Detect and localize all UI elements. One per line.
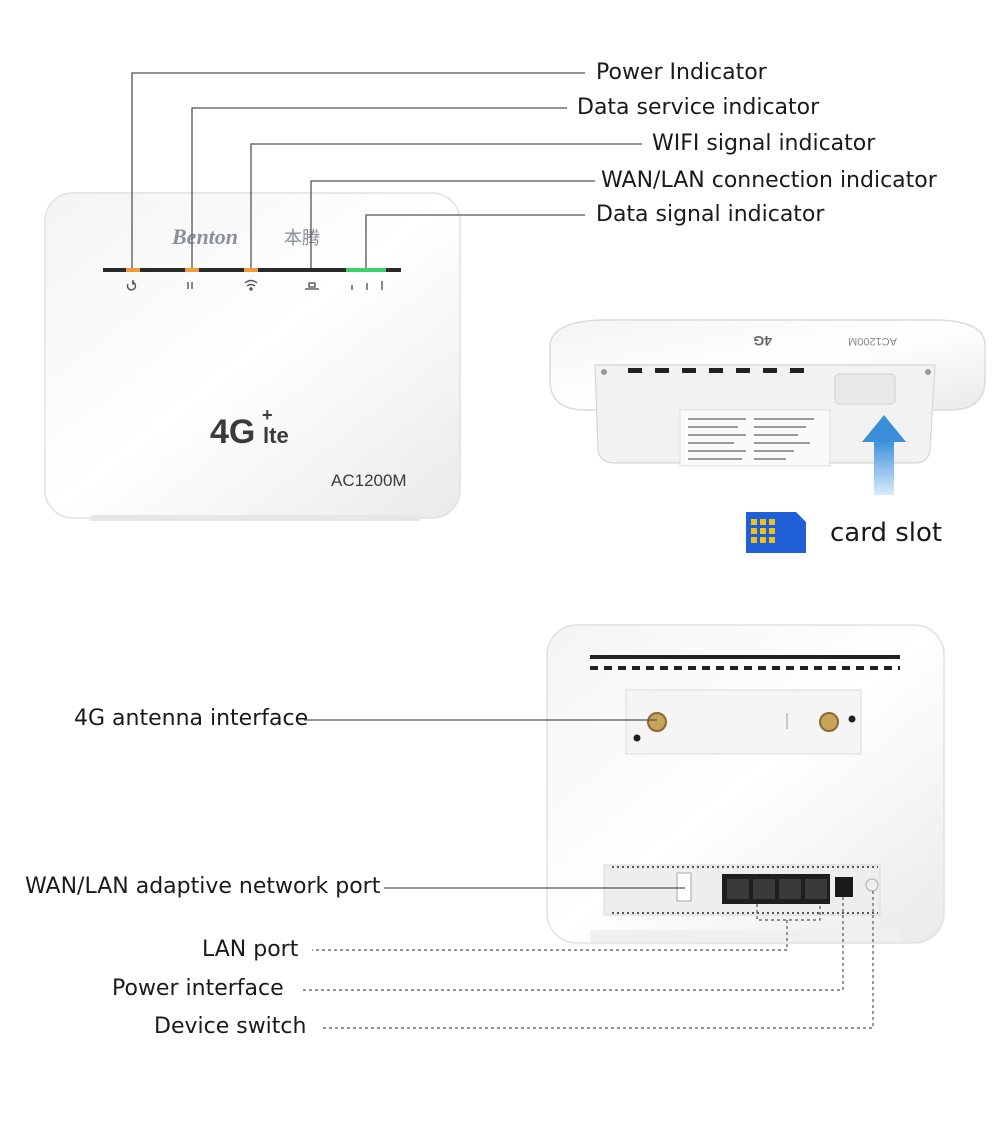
card-slot-label: card slot: [830, 518, 942, 548]
brand-logo-cjk: 本腾: [284, 228, 320, 249]
sim-card-icon: [746, 512, 806, 553]
label-4g-antenna-interface: 4G antenna interface: [74, 706, 309, 731]
label-wan-lan-adaptive-port: WAN/LAN adaptive network port: [25, 874, 381, 899]
lan-icon: [308, 282, 316, 288]
label-power-interface: Power interface: [112, 976, 284, 1001]
label-power-indicator: Power Indicator: [596, 60, 767, 85]
label-lan-port: LAN port: [202, 937, 299, 962]
power-icon: [126, 281, 137, 291]
lte-badge-plus: +: [262, 405, 273, 425]
front-router: Benton 本腾 4G lte + AC1200M: [44, 192, 461, 521]
wifi-led: [244, 268, 258, 272]
antenna-port-left: [647, 712, 667, 732]
antenna-port-right: [819, 712, 839, 732]
label-data-signal-indicator: Data signal indicator: [596, 202, 825, 227]
sim-slot-cover: [834, 373, 896, 405]
label-data-service-indicator: Data service indicator: [577, 95, 820, 120]
lte-badge-4g: 4G: [210, 413, 255, 451]
bottom-side-text: AC1200M: [848, 335, 897, 347]
bottom-router: 4G AC1200M: [549, 319, 986, 467]
rear-dashed-leaders: [300, 891, 874, 1029]
reset-switch: [676, 872, 692, 902]
rear-router: [546, 624, 945, 944]
indicator-leader-lines: [131, 72, 642, 268]
power-button: [865, 878, 879, 892]
rear-leader-lines: [304, 719, 685, 889]
wifi-icon: [244, 279, 258, 287]
lte-badge-suffix: lte: [263, 423, 289, 448]
power-jack: [835, 877, 853, 897]
data-signal-led: [346, 268, 386, 272]
label-wan-lan-connection-indicator: WAN/LAN connection indicator: [601, 168, 937, 193]
brand-logo: Benton: [171, 224, 238, 249]
data-service-led: [185, 268, 199, 272]
label-wifi-signal-indicator: WIFI signal indicator: [652, 131, 876, 156]
card-slot-arrow: [862, 415, 906, 495]
bottom-lte-badge: 4G: [753, 333, 772, 349]
label-device-switch: Device switch: [154, 1014, 307, 1039]
model-label: AC1200M: [331, 471, 407, 490]
power-led: [126, 268, 140, 272]
